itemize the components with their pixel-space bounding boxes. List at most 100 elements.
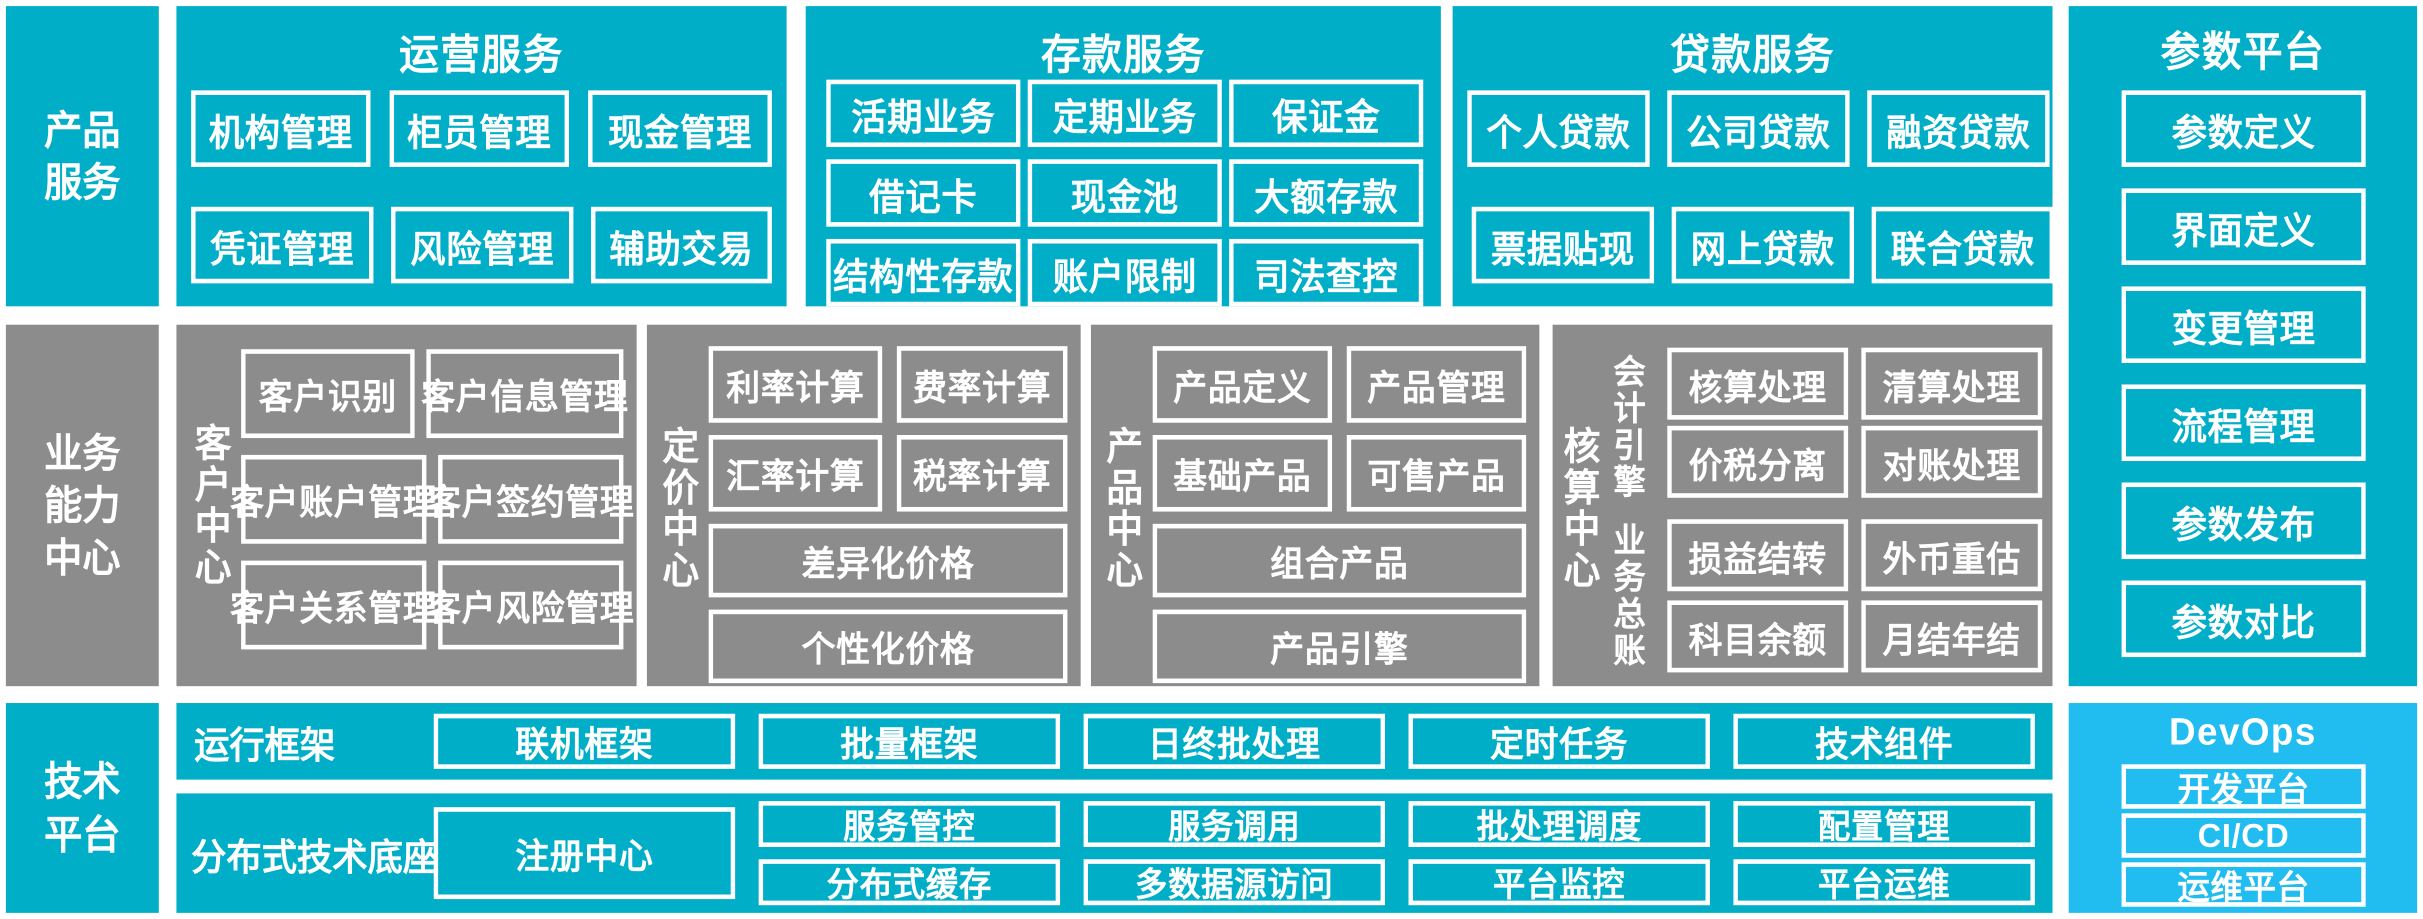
- cell-customer-account-management[interactable]: 客户账户管理: [230, 454, 437, 544]
- cell-large-deposit[interactable]: 大额存款: [1229, 159, 1424, 227]
- cell-bill-discount[interactable]: 票据贴现: [1471, 206, 1655, 284]
- tier2-label-line-2: 能力: [44, 482, 121, 529]
- cell-cash-pool[interactable]: 现金池: [1027, 159, 1222, 227]
- tier-label-line-1: 产品: [44, 106, 121, 153]
- cell-technical-component[interactable]: 技术组件: [1733, 713, 2035, 769]
- cell-multi-datasource-access[interactable]: 多数据源访问: [1083, 859, 1385, 906]
- cell-service-invocation[interactable]: 服务调用: [1083, 801, 1385, 848]
- parameter-platform-title: 参数平台: [2160, 29, 2326, 76]
- cell-judicial-control[interactable]: 司法查控: [1229, 238, 1424, 307]
- cell-platform-monitoring[interactable]: 平台监控: [1408, 859, 1710, 906]
- cell-account-balance[interactable]: 科目余额: [1667, 600, 1849, 673]
- tech-row-label-distributed: 分布式技术底座: [191, 837, 439, 879]
- cell-fee-rate-calculation[interactable]: 费率计算: [896, 346, 1068, 423]
- cell-ci-cd[interactable]: CI/CD: [2121, 813, 2366, 858]
- center-pricing: 定价中心 利率计算 费率计算 汇率计算 税率计算 差异化价格 个性化价格: [646, 324, 1081, 687]
- cell-service-governance[interactable]: 服务管控: [758, 801, 1061, 848]
- group-title-operations: 运营服务: [399, 32, 564, 79]
- center-sublabel-general-ledger: 业务总账: [1608, 522, 1646, 670]
- tier3-label-line-2: 平台: [44, 811, 121, 857]
- tier3-label-line-1: 技术: [44, 758, 121, 805]
- cell-risk-management[interactable]: 风险管理: [391, 206, 574, 284]
- cell-reconciliation-processing[interactable]: 对账处理: [1861, 425, 2043, 498]
- center-label-accounting: 核算中心: [1558, 425, 1600, 592]
- cell-account-restriction[interactable]: 账户限制: [1027, 238, 1222, 307]
- devops-title: DevOps: [2169, 710, 2317, 754]
- cell-interface-definition[interactable]: 界面定义: [2121, 188, 2366, 265]
- cell-process-management[interactable]: 流程管理: [2121, 384, 2366, 462]
- cell-settlement-processing[interactable]: 清算处理: [1861, 347, 2043, 420]
- cell-configuration-management[interactable]: 配置管理: [1733, 801, 2035, 848]
- cell-customer-risk-management[interactable]: 客户风险管理: [427, 560, 634, 650]
- group-title-loan: 贷款服务: [1670, 32, 1835, 79]
- cell-parameter-comparison[interactable]: 参数对比: [2121, 580, 2366, 658]
- cell-parameter-release[interactable]: 参数发布: [2121, 482, 2366, 560]
- cell-platform-operations[interactable]: 平台运维: [1733, 859, 2035, 906]
- cell-cash-management[interactable]: 现金管理: [588, 90, 772, 167]
- cell-differentiated-pricing[interactable]: 差异化价格: [708, 523, 1068, 598]
- tier-label-line-2: 服务: [44, 159, 121, 206]
- cell-month-year-end-closing[interactable]: 月结年结: [1861, 600, 2043, 673]
- cell-customer-relationship-management[interactable]: 客户关系管理: [230, 560, 437, 650]
- tech-row-label-runtime: 运行框架: [194, 725, 336, 767]
- cell-teller-management[interactable]: 柜员管理: [389, 90, 569, 167]
- cell-demand-deposit[interactable]: 活期业务: [826, 79, 1021, 148]
- center-label-product: 产品中心: [1101, 425, 1143, 592]
- cell-parameter-definition[interactable]: 参数定义: [2121, 90, 2366, 167]
- center-customer: 客户中心 客户识别 客户信息管理 客户账户管理 客户签约管理 客户关系管理 客户…: [176, 324, 637, 687]
- parameter-platform-panel: 参数平台 参数定义 界面定义 变更管理 流程管理 参数发布 参数对比: [2068, 6, 2418, 687]
- cell-dev-platform[interactable]: 开发平台: [2121, 764, 2366, 809]
- cell-customer-contract-management[interactable]: 客户签约管理: [427, 454, 634, 544]
- cell-personalized-pricing[interactable]: 个性化价格: [708, 609, 1068, 684]
- cell-batch-framework[interactable]: 批量框架: [758, 713, 1061, 769]
- cell-product-definition[interactable]: 产品定义: [1152, 346, 1333, 423]
- cell-change-management[interactable]: 变更管理: [2121, 286, 2366, 364]
- cell-corporate-loan[interactable]: 公司贷款: [1667, 90, 1850, 167]
- cell-exchange-rate-calculation[interactable]: 汇率计算: [708, 434, 883, 512]
- center-label-pricing: 定价中心: [657, 425, 699, 592]
- devops-panel: DevOps 开发平台 CI/CD 运维平台: [2068, 703, 2418, 913]
- tech-row-distributed-base: 分布式技术底座 注册中心 服务管控 服务调用 批处理调度 配置管理 分布式缓存 …: [176, 793, 2053, 913]
- cell-customer-identification[interactable]: 客户识别: [241, 349, 415, 439]
- center-product: 产品中心 产品定义 产品管理 基础产品 可售产品 组合产品 产品引擎: [1090, 324, 1540, 687]
- cell-org-management[interactable]: 机构管理: [191, 90, 371, 167]
- cell-composite-product[interactable]: 组合产品: [1152, 523, 1527, 598]
- tier-label-business-capability: 业务 能力 中心: [5, 324, 159, 687]
- cell-time-deposit[interactable]: 定期业务: [1027, 79, 1222, 148]
- cell-registry-center[interactable]: 注册中心: [433, 807, 736, 900]
- tier2-label-line-3: 中心: [44, 534, 121, 581]
- cell-batch-scheduling[interactable]: 批处理调度: [1408, 801, 1710, 848]
- cell-scheduled-task[interactable]: 定时任务: [1408, 713, 1710, 769]
- cell-online-framework[interactable]: 联机框架: [433, 713, 736, 769]
- cell-interest-rate-calculation[interactable]: 利率计算: [708, 346, 883, 423]
- center-sublabel-accounting-engine: 会计引擎: [1608, 353, 1646, 501]
- cell-structured-deposit[interactable]: 结构性存款: [826, 238, 1021, 307]
- cell-ops-platform[interactable]: 运维平台: [2121, 862, 2366, 907]
- tier2-label-line-1: 业务: [44, 429, 121, 476]
- cell-auxiliary-transaction[interactable]: 辅助交易: [591, 206, 772, 284]
- cell-online-loan[interactable]: 网上贷款: [1671, 206, 1855, 284]
- cell-margin-deposit[interactable]: 保证金: [1229, 79, 1424, 148]
- cell-basic-product[interactable]: 基础产品: [1152, 434, 1333, 512]
- group-title-deposit: 存款服务: [1040, 32, 1206, 79]
- cell-product-management[interactable]: 产品管理: [1346, 346, 1527, 423]
- center-label-customer: 客户中心: [189, 422, 231, 589]
- cell-eod-batch-processing[interactable]: 日终批处理: [1083, 713, 1385, 769]
- cell-accounting-processing[interactable]: 核算处理: [1667, 347, 1849, 420]
- cell-customer-info-management[interactable]: 客户信息管理: [421, 349, 628, 439]
- cell-distributed-cache[interactable]: 分布式缓存: [758, 859, 1061, 906]
- cell-financing-loan[interactable]: 融资贷款: [1867, 90, 2050, 167]
- cell-syndicated-loan[interactable]: 联合贷款: [1871, 206, 2054, 284]
- cell-sellable-product[interactable]: 可售产品: [1346, 434, 1527, 512]
- cell-voucher-management[interactable]: 凭证管理: [191, 206, 374, 284]
- cell-debit-card[interactable]: 借记卡: [826, 159, 1021, 227]
- cell-tax-rate-calculation[interactable]: 税率计算: [896, 434, 1068, 512]
- cell-price-tax-separation[interactable]: 价税分离: [1667, 425, 1849, 498]
- cell-product-engine[interactable]: 产品引擎: [1152, 609, 1527, 684]
- cell-personal-loan[interactable]: 个人贷款: [1467, 90, 1650, 167]
- group-operations-service: 运营服务 机构管理 柜员管理 现金管理 凭证管理 风险管理 辅助交易: [176, 6, 787, 307]
- cell-foreign-currency-revaluation[interactable]: 外币重估: [1861, 519, 2043, 592]
- cell-profit-loss-carryover[interactable]: 损益结转: [1667, 519, 1849, 592]
- group-deposit-service: 存款服务 活期业务 定期业务 保证金 借记卡 现金池 大额存款 结构性存款 账户…: [805, 6, 1441, 307]
